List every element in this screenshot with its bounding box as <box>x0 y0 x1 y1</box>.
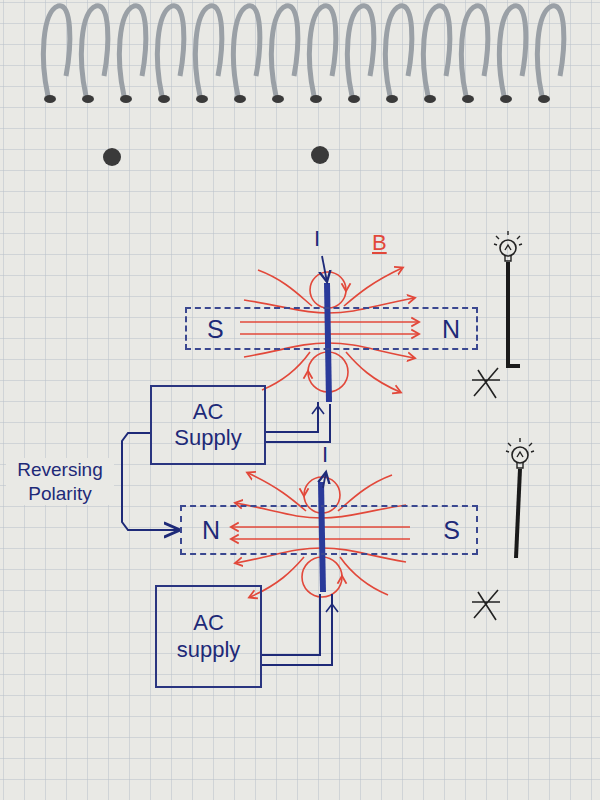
pole-label: S <box>443 518 460 543</box>
magnet-outline: NS <box>180 505 478 555</box>
wire-arrow <box>312 406 324 414</box>
binding-holes <box>44 95 550 166</box>
magnet-outline: SN <box>185 307 478 350</box>
wire <box>262 594 332 665</box>
spiral-binding <box>43 6 563 96</box>
conductor-top <box>327 283 329 402</box>
wire <box>266 402 330 442</box>
lamp-bottom <box>472 438 534 620</box>
supply-box: AC Supply <box>150 385 266 465</box>
current-symbol: I <box>322 444 328 466</box>
conductor-bottom <box>321 482 323 592</box>
pole-label: N <box>202 518 220 543</box>
edge-label: Reversing Polarity <box>6 458 114 506</box>
pole-label: S <box>207 316 224 341</box>
pole-label: N <box>442 316 460 341</box>
magnetic-field-bottom <box>232 473 410 597</box>
field-symbol: B <box>372 232 387 254</box>
supply-label: AC supply <box>169 610 249 663</box>
current-arrow <box>322 256 327 282</box>
current-symbol: I <box>314 228 320 250</box>
current-arrow <box>323 472 326 488</box>
wire-arrow <box>326 604 338 612</box>
lamp-top <box>472 231 522 398</box>
supply-box: AC supply <box>155 585 262 688</box>
supply-label: AC Supply <box>168 399 248 452</box>
